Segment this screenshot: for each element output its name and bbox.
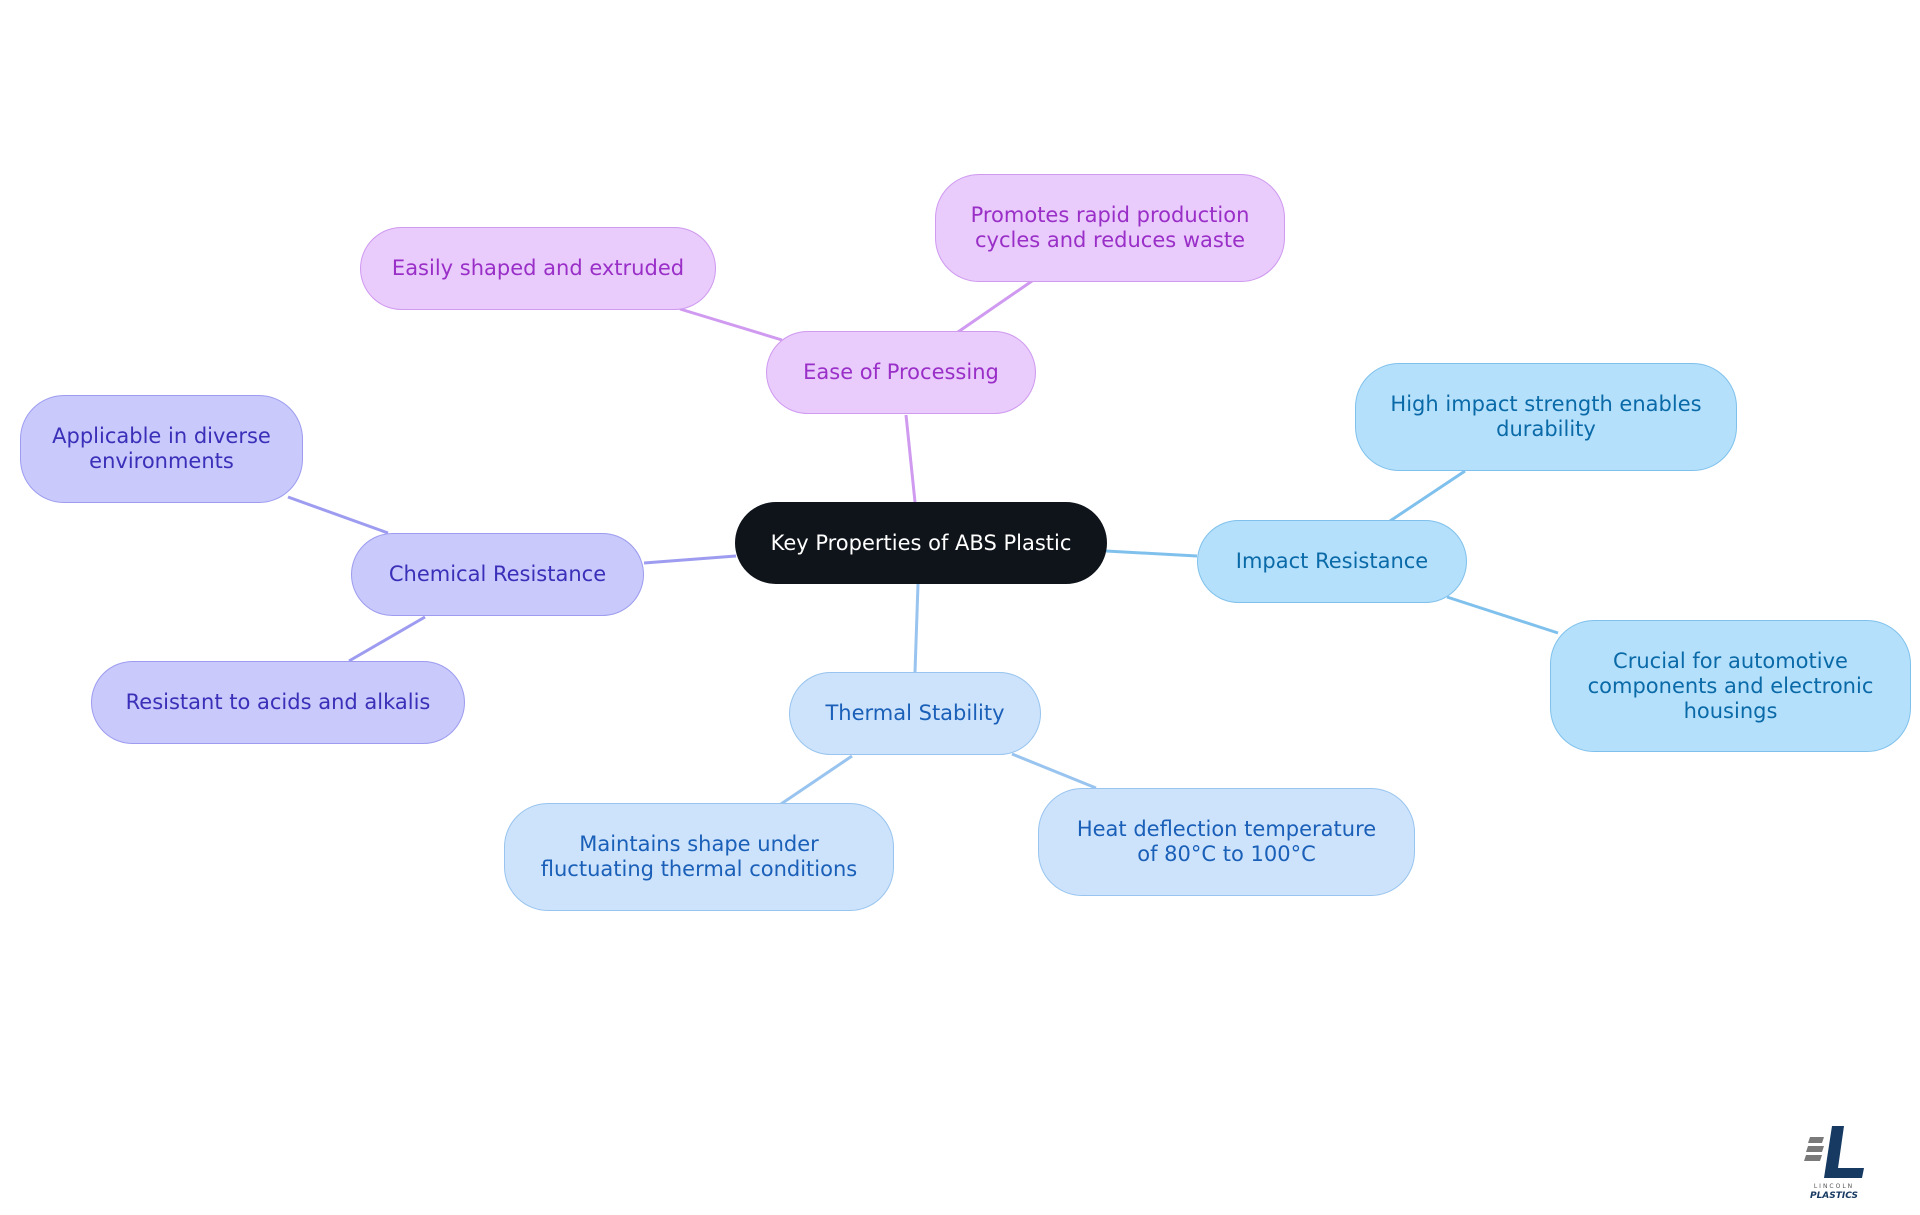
edge-central-ease (904, 414, 917, 503)
edge-ease-easily (679, 307, 783, 342)
central-node: Key Properties of ABS Plastic (735, 502, 1107, 584)
svg-text:PLASTICS: PLASTICS (1810, 1191, 1858, 1201)
branch-chemical-resistance: Chemical Resistance (351, 533, 644, 616)
leaf-applicable-diverse: Applicable in diverse environments (20, 395, 303, 503)
edge-central-thermal (913, 583, 920, 673)
branch-thermal-stability: Thermal Stability (789, 672, 1041, 755)
leaf-maintains-shape: Maintains shape under fluctuating therma… (504, 803, 894, 911)
branch-ease-of-processing: Ease of Processing (766, 331, 1036, 414)
leaf-resistant-acids: Resistant to acids and alkalis (91, 661, 465, 744)
leaf-heat-deflection: Heat deflection temperature of 80°C to 1… (1038, 788, 1415, 896)
leaf-high-impact-strength: High impact strength enables durability (1355, 363, 1737, 471)
edge-thermal-heat (1011, 752, 1097, 790)
svg-text:LINCOLN: LINCOLN (1814, 1183, 1854, 1190)
edge-ease-promotes (957, 279, 1033, 334)
leaf-promotes-rapid-production: Promotes rapid production cycles and red… (935, 174, 1285, 282)
leaf-crucial-automotive: Crucial for automotive components and el… (1550, 620, 1911, 752)
leaf-easily-shaped: Easily shaped and extruded (360, 227, 716, 310)
branch-impact-resistance: Impact Resistance (1197, 520, 1467, 603)
lincoln-plastics-logo: LINCOLN PLASTICS (1804, 1126, 1864, 1201)
edge-chemical-resistant (348, 615, 426, 663)
edge-impact-crucial (1446, 595, 1559, 635)
edge-impact-high (1389, 469, 1466, 523)
edge-thermal-maintains (780, 754, 853, 806)
edge-central-impact (1105, 549, 1198, 558)
edge-central-chemical (643, 554, 737, 565)
edge-chemical-applicable (287, 495, 389, 535)
